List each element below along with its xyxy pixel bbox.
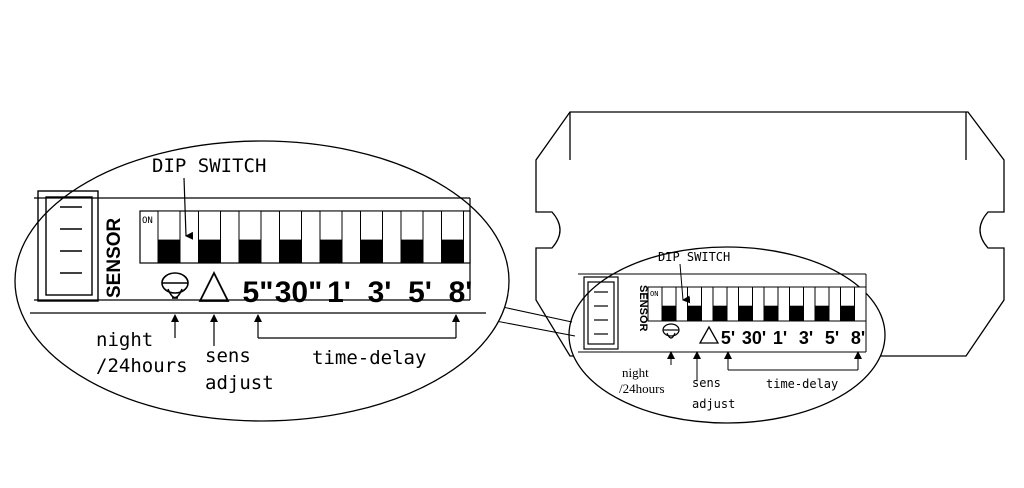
small-setting-label: 5' [825, 328, 839, 348]
small-setting-label: 3' [799, 328, 813, 348]
zoomed-adjust-label: adjust [205, 372, 274, 394]
small-dip-lever [840, 305, 855, 321]
zoomed-setting-label: 8' [449, 276, 473, 309]
zoomed-hours-label: /24hours [96, 355, 188, 377]
small-dip-lever [687, 305, 702, 321]
small-dip-lever [764, 305, 778, 321]
zoomed-setting-label: 1' [327, 276, 351, 309]
zoomed-setting-label: 30" [275, 276, 323, 309]
zoomed-night-label: night [96, 329, 153, 351]
zoomed-dip-lever [198, 239, 221, 263]
small-triangle-sensitivity-icon [698, 325, 720, 344]
small-dip-lever [662, 305, 676, 321]
small-hours-label: /24hours [619, 381, 665, 396]
small-dip-lever [815, 305, 829, 321]
small-night-label: night [622, 365, 649, 380]
small-terminal-block [583, 276, 619, 350]
zoomed-dip-switch [139, 210, 471, 264]
zoomed-dip-switch-label: DIP SWITCH [152, 155, 266, 177]
small-setting-label: 8' [851, 328, 865, 348]
small-moon-lamp-icon [662, 323, 680, 339]
zoomed-dip-lever [441, 239, 464, 263]
zoomed-dip-lever [239, 239, 261, 263]
zoomed-on-label: ON [142, 216, 153, 226]
zoomed-moon-lamp-icon [161, 272, 189, 299]
zoomed-triangle-sensitivity-icon [198, 270, 230, 302]
device-housing [535, 111, 1005, 357]
zoomed-time-delay-label: time-delay [312, 347, 426, 369]
zoomed-setting-label: 5' [408, 276, 432, 309]
small-sens-label: sens [692, 376, 721, 390]
zoomed-panel: SENSOR SENSOR ON DIP SWITCH 5"30"1'3'5'8… [14, 140, 510, 422]
zoomed-dip-lever [401, 239, 423, 263]
small-sensor-label: SENSOR [637, 285, 649, 332]
small-dip-lever [789, 305, 804, 321]
small-on-label: ON [650, 290, 658, 298]
small-setting-label: 1' [773, 328, 787, 348]
small-setting-label: 30' [742, 328, 766, 348]
small-setting-label: 5' [721, 328, 735, 348]
small-dip-switch-label: DIP SWITCH [658, 250, 730, 264]
zoomed-dip-lever [360, 239, 383, 263]
zoomed-sensor-label-visible: SENSOR [104, 217, 125, 298]
zoomed-setting-label: 5" [243, 276, 274, 309]
zoomed-sens-label: sens [205, 345, 251, 367]
zoomed-dip-lever [158, 239, 180, 263]
small-panel: SENSOR ON DIP SWITCH 5' 30' 1' 3' 5' 8' night [469, 246, 886, 424]
small-dip-lever [738, 305, 753, 321]
small-dip-lever [713, 305, 727, 321]
small-dip-switch [647, 286, 867, 322]
zoomed-terminal-block [37, 190, 99, 302]
zoomed-dip-lever [279, 239, 302, 263]
zoomed-setting-label: 3' [368, 276, 392, 309]
small-adjust-label: adjust [692, 397, 735, 411]
zoomed-dip-lever [320, 239, 342, 263]
small-time-delay-label: time-delay [766, 377, 838, 391]
